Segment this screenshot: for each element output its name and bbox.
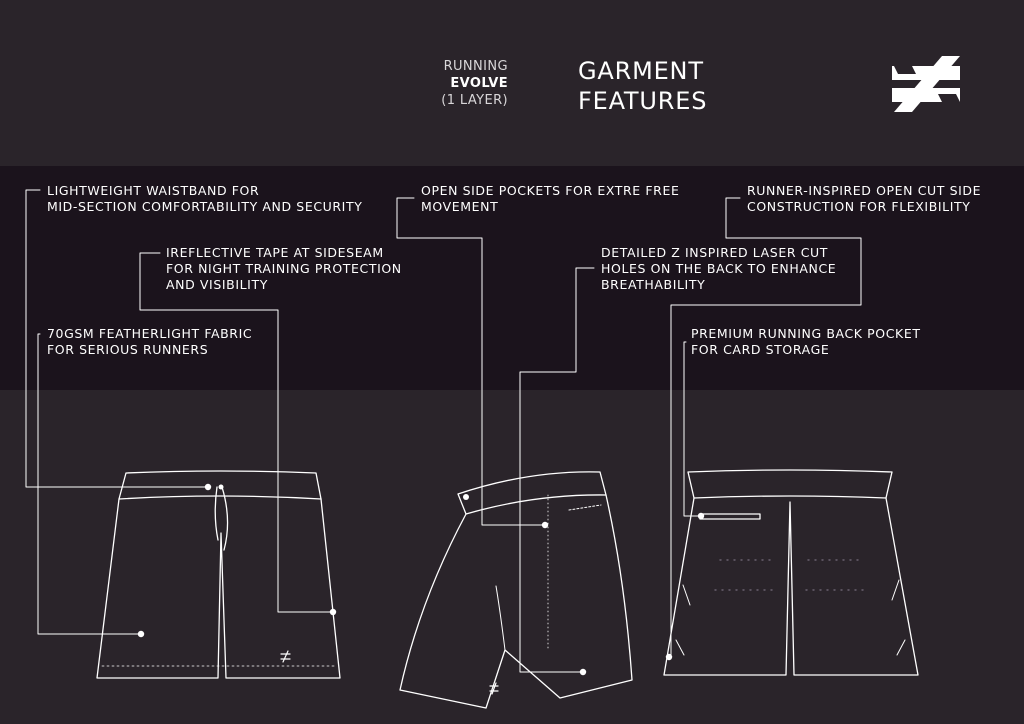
leader-fabric: [37, 333, 142, 635]
leader-waistband: [25, 189, 209, 488]
feature-waistband-line-1: LIGHTWEIGHT WAISTBAND FOR: [47, 183, 260, 198]
feature-reflective-tape: IREFLECTIVE TAPE AT SIDESEAM FOR NIGHT T…: [166, 245, 402, 293]
title-line-2: FEATURES: [578, 87, 708, 115]
feature-laser-cut-line-2: HOLES ON THE BACK TO ENHANCE: [601, 261, 837, 276]
dot-fabric: [137, 630, 145, 638]
product-model: EVOLVE: [450, 76, 508, 91]
side-logo-mark: [489, 682, 499, 695]
dot-back-pocket: [697, 512, 705, 520]
feature-side-pockets-line-1: OPEN SIDE POCKETS FOR EXTRE FREE: [421, 183, 680, 198]
dot-reflective: [329, 608, 337, 616]
leader-lines: [25, 189, 862, 673]
side-body: [399, 494, 633, 709]
feature-side-pockets-line-2: MOVEMENT: [421, 199, 499, 214]
side-pocket-slit: [568, 504, 602, 511]
feature-callout-band: [0, 166, 1024, 390]
leader-reflective: [139, 252, 334, 613]
leader-back-pocket: [683, 341, 701, 517]
feature-laser-cut-line-1: DETAILED Z INSPIRED LASER CUT: [601, 245, 829, 260]
leader-laser-cut: [519, 267, 595, 673]
feature-waistband-line-2: MID-SECTION COMFORTABILITY AND SECURITY: [47, 199, 363, 214]
back-side-vent-right: [891, 579, 906, 656]
front-view: [96, 470, 341, 679]
front-body: [96, 498, 341, 679]
side-waistband: [457, 471, 607, 515]
back-side-vent-left: [675, 584, 691, 656]
front-logo-mark: [280, 650, 291, 663]
title-line-1: GARMENT: [578, 57, 704, 85]
feature-reflective-line-1: IREFLECTIVE TAPE AT SIDESEAM: [166, 245, 384, 260]
not-equal-brand-icon: [892, 56, 960, 112]
back-laser-holes: [714, 559, 865, 591]
feature-side-pockets: OPEN SIDE POCKETS FOR EXTRE FREE MOVEMEN…: [421, 183, 679, 215]
feature-back-pocket-line-1: PREMIUM RUNNING BACK POCKET: [691, 326, 921, 341]
feature-reflective-line-2: FOR NIGHT TRAINING PROTECTION: [166, 261, 402, 276]
dot-side-waist: [463, 494, 469, 500]
feature-open-cut-line-2: CONSTRUCTION FOR FLEXIBILITY: [747, 199, 971, 214]
callout-dots: [137, 483, 705, 676]
feature-back-pocket-line-2: FOR CARD STORAGE: [691, 342, 830, 357]
page-title: GARMENT FEATURES: [578, 56, 707, 116]
feature-waistband: LIGHTWEIGHT WAISTBAND FOR MID-SECTION CO…: [47, 183, 362, 215]
feature-laser-cut: DETAILED Z INSPIRED LASER CUT HOLES ON T…: [601, 245, 836, 293]
side-view: [399, 471, 633, 709]
dot-side-pockets: [541, 521, 549, 529]
product-layer: (1 LAYER): [441, 93, 508, 108]
back-waistband: [687, 469, 893, 499]
feature-fabric: 70GSM FEATHERLIGHT FABRIC FOR SERIOUS RU…: [47, 326, 252, 358]
feature-open-cut: RUNNER-INSPIRED OPEN CUT SIDE CONSTRUCTI…: [747, 183, 981, 215]
product-category: RUNNING: [443, 59, 508, 74]
back-body: [663, 497, 919, 676]
feature-fabric-line-1: 70GSM FEATHERLIGHT FABRIC: [47, 326, 253, 341]
feature-laser-cut-line-3: BREATHABILITY: [601, 277, 706, 292]
feature-fabric-line-2: FOR SERIOUS RUNNERS: [47, 342, 209, 357]
product-name: RUNNING EVOLVE (1 LAYER): [398, 58, 508, 109]
dot-open-cut: [665, 653, 673, 661]
dot-laser-cut: [579, 668, 587, 676]
back-card-pocket: [699, 513, 761, 520]
leader-side-pockets: [396, 197, 546, 526]
dot-waistband-2: [218, 484, 224, 490]
feature-back-pocket: PREMIUM RUNNING BACK POCKET FOR CARD STO…: [691, 326, 921, 358]
front-drawcord: [214, 486, 229, 551]
feature-open-cut-line-1: RUNNER-INSPIRED OPEN CUT SIDE: [747, 183, 982, 198]
dot-waistband: [204, 483, 212, 491]
side-hem-split: [495, 585, 506, 651]
back-view: [663, 469, 919, 676]
feature-reflective-line-3: AND VISIBILITY: [166, 277, 268, 292]
leader-open-cut: [670, 197, 862, 656]
